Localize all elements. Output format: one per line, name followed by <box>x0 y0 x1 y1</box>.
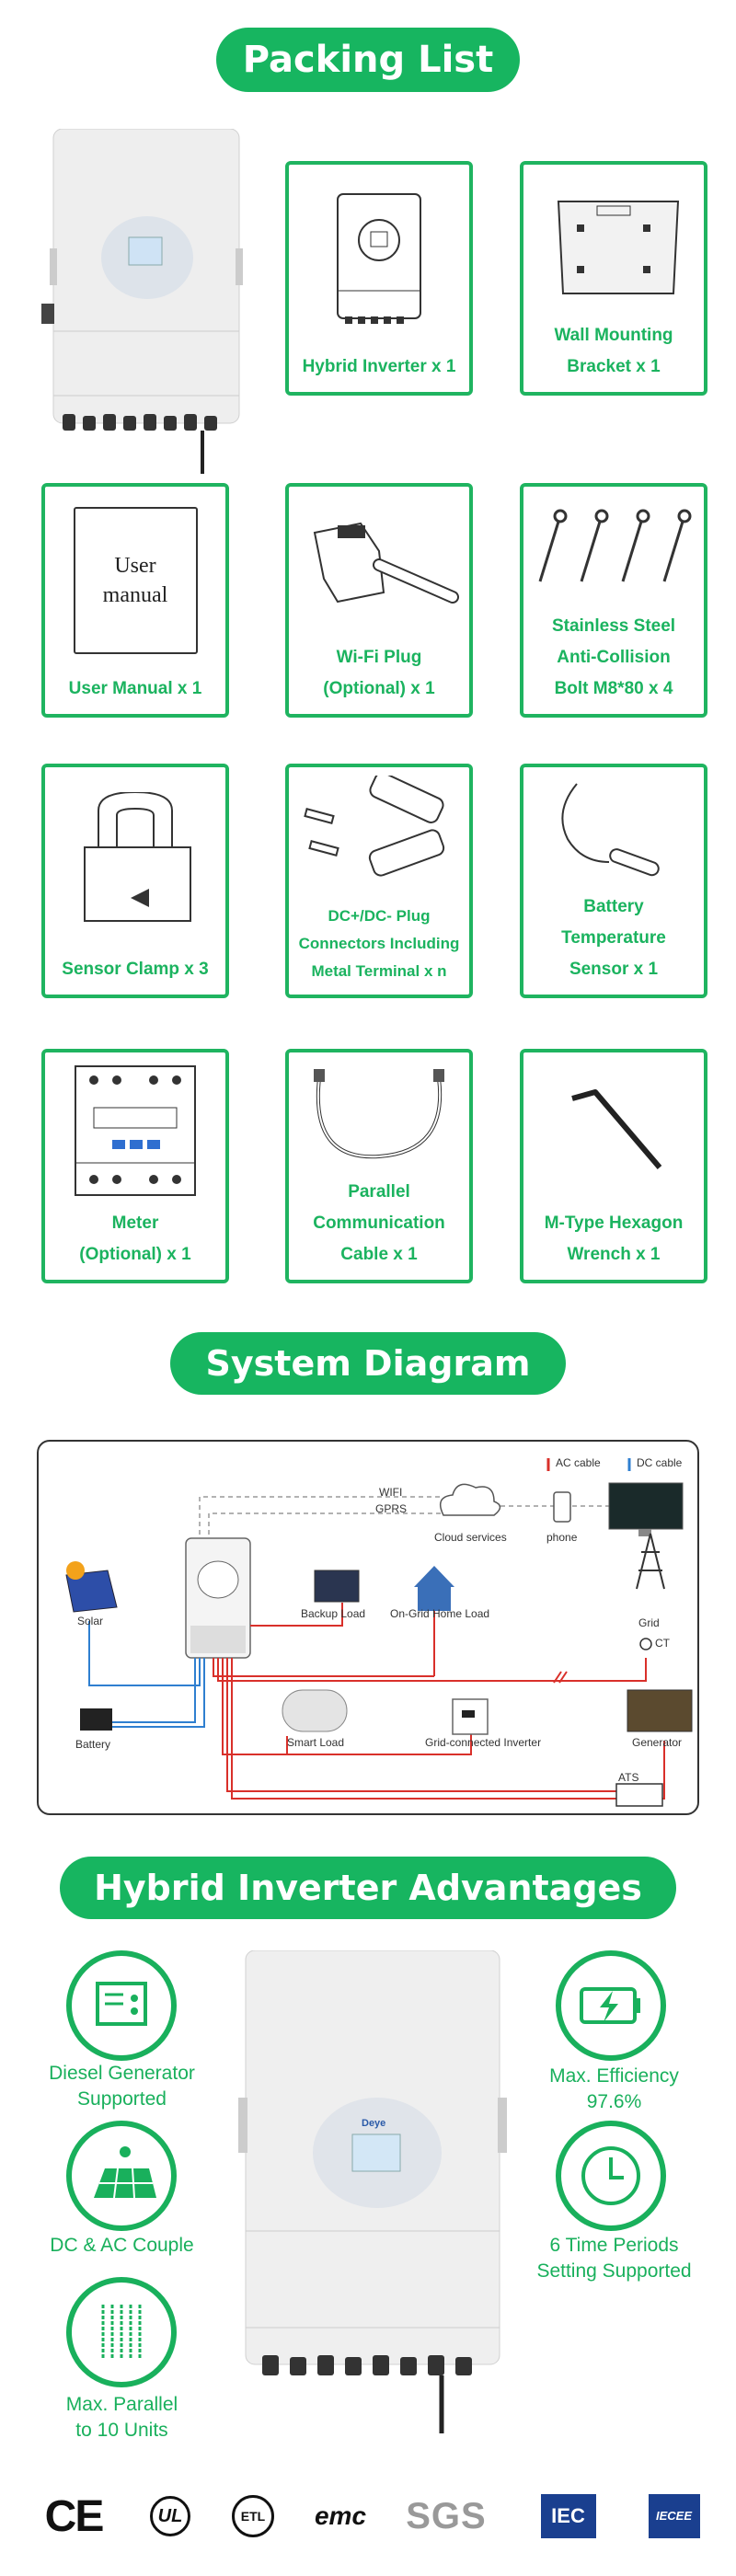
ongrid-load-label: On-Grid Home Load <box>390 1607 490 1620</box>
temp-sensor-drawing-icon <box>523 767 704 891</box>
ce-logo: CE <box>44 2491 105 2541</box>
cloud-label: Cloud services <box>434 1531 507 1544</box>
phone-label: phone <box>546 1531 578 1544</box>
item-user-manual: User manual User Manual x 1 <box>41 483 229 718</box>
item-parallel-cable: Parallel Communication Cable x 1 <box>285 1049 473 1283</box>
gprs-label: GPRS <box>375 1502 408 1515</box>
item-dc-plug: DC+/DC- Plug Connectors Including Metal … <box>285 764 473 998</box>
backup-load-label: Backup Load <box>301 1607 366 1620</box>
sgs-logo: SGS <box>406 2495 487 2536</box>
wrench-drawing-icon <box>523 1052 704 1208</box>
system-diagram-title: System Diagram <box>170 1332 566 1395</box>
center-inverter-photo: Deye <box>235 1950 511 2438</box>
item-caption: DC+/DC- Plug Connectors Including Metal … <box>298 907 460 980</box>
item-caption: Wi-Fi Plug (Optional) x 1 <box>323 648 435 698</box>
brand-logo: Deye <box>362 2118 386 2129</box>
advantages-title: Hybrid Inverter Advantages <box>60 1857 676 1919</box>
dc-connector-drawing-icon <box>289 767 469 903</box>
grid-inverter-label: Grid-connected Inverter <box>425 1736 542 1749</box>
hybrid-inverter-photo <box>37 128 248 478</box>
bracket-drawing-icon <box>523 165 704 320</box>
battery-bolt-icon <box>556 1950 666 2061</box>
item-caption: Battery Temperature Sensor x 1 <box>561 897 666 979</box>
item-wall-bracket: Wall Mounting Bracket x 1 <box>520 161 707 396</box>
legend-ac-cable: AC cable <box>556 1456 601 1469</box>
emc-logo: emc <box>314 2501 367 2530</box>
generator-label: Generator <box>632 1736 683 1749</box>
manual-cover-text: User manual <box>73 506 198 654</box>
item-hex-wrench: M-Type Hexagon Wrench x 1 <box>520 1049 707 1283</box>
ct-label: CT <box>655 1637 670 1650</box>
meter-drawing-icon <box>45 1052 225 1208</box>
grid-label: Grid <box>638 1616 660 1629</box>
item-caption: Stainless Steel Anti-Collision Bolt M8*8… <box>551 616 676 698</box>
wifi-plug-drawing-icon <box>289 487 469 642</box>
item-temp-sensor: Battery Temperature Sensor x 1 <box>520 764 707 998</box>
item-caption: Wall Mounting Bracket x 1 <box>554 326 673 376</box>
manual-drawing-icon: User manual <box>45 487 225 673</box>
ats-label: ATS <box>618 1771 639 1784</box>
bolts-drawing-icon <box>523 487 704 611</box>
solar-label: Solar <box>77 1615 104 1627</box>
parallel-lines-icon <box>66 2277 177 2387</box>
sensor-clamp-drawing-icon <box>45 767 225 954</box>
ul-logo: UL <box>143 2489 198 2544</box>
wifi-label: WIFI <box>379 1486 403 1499</box>
item-hybrid-inverter: Hybrid Inverter x 1 <box>285 161 473 396</box>
inverter-drawing-icon <box>289 165 469 351</box>
clock-icon <box>556 2121 666 2231</box>
packing-list-title: Packing List <box>216 28 520 92</box>
iec-logo: IEC <box>538 2489 598 2544</box>
item-bolts: Stainless Steel Anti-Collision Bolt M8*8… <box>520 483 707 718</box>
iecee-logo: IECEE <box>644 2489 704 2544</box>
item-caption: Meter (Optional) x 1 <box>79 1213 191 1264</box>
item-wifi-plug: Wi-Fi Plug (Optional) x 1 <box>285 483 473 718</box>
adv-diesel-generator: Diesel Generator Supported <box>49 2063 195 2110</box>
smart-load-label: Smart Load <box>287 1736 345 1749</box>
item-sensor-clamp: Sensor Clamp x 3 <box>41 764 229 998</box>
adv-max-parallel: Max. Parallel to 10 Units <box>65 2394 178 2441</box>
battery-label: Battery <box>75 1738 111 1751</box>
item-caption: M-Type Hexagon Wrench x 1 <box>544 1213 684 1264</box>
adv-time-periods: 6 Time Periods Setting Supported <box>536 2235 692 2282</box>
etl-logo: ETL <box>225 2489 281 2544</box>
item-caption: Sensor Clamp x 3 <box>62 960 209 979</box>
cable-drawing-icon <box>289 1052 469 1177</box>
item-meter: Meter (Optional) x 1 <box>41 1049 229 1283</box>
item-caption: Hybrid Inverter x 1 <box>302 357 456 376</box>
generator-icon <box>66 1950 177 2061</box>
legend-dc-cable: DC cable <box>637 1456 683 1469</box>
item-caption: User Manual x 1 <box>68 679 202 698</box>
adv-max-efficiency: Max. Efficiency 97.6% <box>549 2065 679 2112</box>
solar-panel-icon <box>66 2121 177 2231</box>
system-diagram: AC cable DC cable WIFI GPRS Cloud servic… <box>37 1440 699 1815</box>
item-caption: Parallel Communication Cable x 1 <box>313 1182 445 1264</box>
adv-dc-ac-couple: DC & AC Couple <box>50 2235 194 2256</box>
